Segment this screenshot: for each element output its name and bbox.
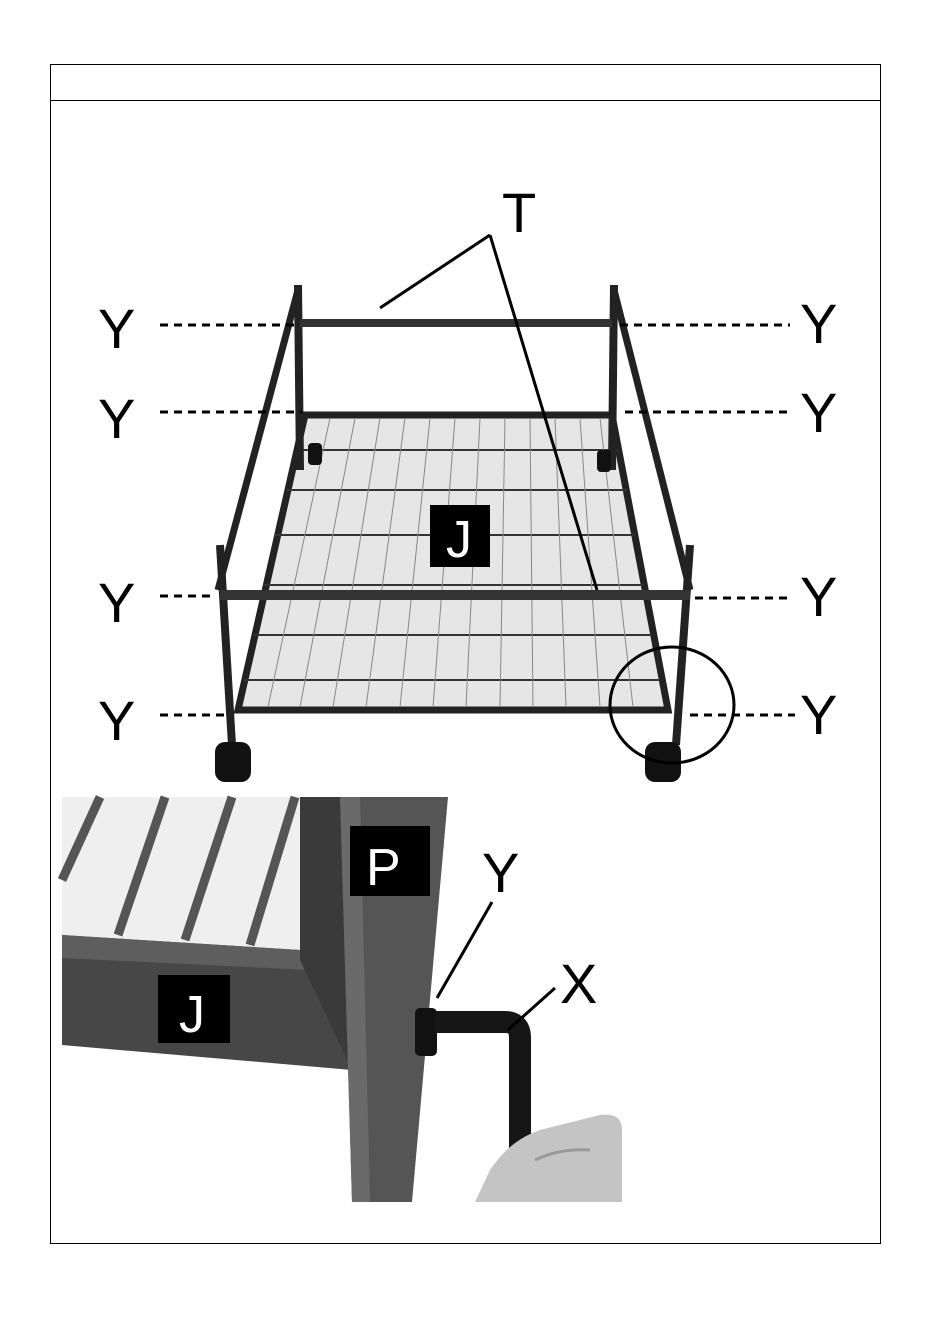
label-p: P — [366, 839, 401, 897]
detail-photo — [62, 797, 622, 1202]
label-y-back-shelf-right: Y — [800, 381, 837, 444]
label-y-back-top-left: Y — [98, 297, 135, 360]
label-x-detail: X — [560, 952, 597, 1015]
label-j-detail: J — [179, 986, 205, 1044]
detail-bolt — [415, 1008, 437, 1056]
label-t: T — [502, 181, 536, 244]
label-y-back-shelf-left: Y — [98, 387, 135, 450]
label-y-front-top-left: Y — [98, 571, 135, 634]
label-y-back-top-right: Y — [800, 292, 837, 355]
detail-mesh — [62, 797, 340, 950]
label-y-detail: Y — [482, 841, 519, 904]
label-j-top: J — [446, 511, 472, 569]
wheel-front-left — [215, 742, 251, 782]
label-y-front-top-right: Y — [800, 565, 837, 628]
label-y-front-shelf-left: Y — [98, 689, 135, 752]
back-right-post — [612, 285, 614, 470]
label-y-front-shelf-right: Y — [800, 683, 837, 746]
wheel-back-right — [597, 450, 611, 472]
back-left-post — [298, 285, 300, 470]
wheel-back-left — [308, 443, 322, 465]
